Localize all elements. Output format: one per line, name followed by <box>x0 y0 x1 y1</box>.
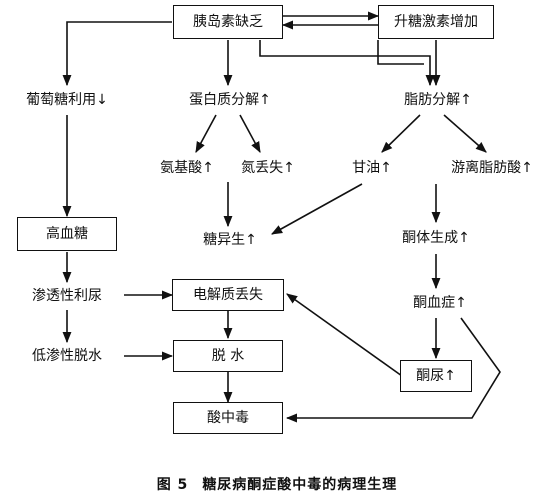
arrow-insulin-to-fat <box>259 40 435 87</box>
arrow-protein-to-nitrogen <box>239 114 261 153</box>
arrow-fat-to-ffa <box>443 114 487 153</box>
glucose-use-down-label: 葡萄糖利用↓ <box>26 92 108 108</box>
ketonuria-label: 酮尿↑ <box>416 368 456 384</box>
insulin-deficiency-label: 胰岛素缺乏 <box>193 14 263 30</box>
electrolyte-loss-label: 电解质丢失 <box>193 287 263 303</box>
figure-title: 糖尿病酮症酸中毒的病理生理 <box>202 477 398 493</box>
electrolyte-loss-box: 电解质丢失 <box>172 279 284 311</box>
figure-number: 图 5 <box>156 477 189 493</box>
free-fatty-acid-label: 游离脂肪酸↑ <box>451 160 533 176</box>
acidosis-label: 酸中毒 <box>207 410 249 426</box>
hyperglycemia-box: 高血糖 <box>17 217 117 251</box>
arrow-ketonuria-to-electrolyte <box>286 293 403 377</box>
dehydration-label: 脱 水 <box>211 348 245 364</box>
arrow-glucagon-to-fat-2 <box>377 40 424 65</box>
glycerol-label: 甘油↑ <box>352 160 392 176</box>
arrow-protein-to-amino <box>195 114 217 153</box>
fat-breakdown-label: 脂肪分解↑ <box>404 92 472 108</box>
protein-breakdown-label: 蛋白质分解↑ <box>189 92 271 108</box>
glucagon-increase-box: 升糖激素增加 <box>378 5 494 39</box>
insulin-deficiency-box: 胰岛素缺乏 <box>173 5 283 39</box>
figure-caption: 图 5 糖尿病酮症酸中毒的病理生理 <box>0 474 554 494</box>
acidosis-box: 酸中毒 <box>173 402 283 434</box>
ketonemia-label: 酮血症↑ <box>413 295 467 311</box>
ketonuria-box: 酮尿↑ <box>400 360 472 392</box>
ketogenesis-label: 酮体生成↑ <box>402 230 470 246</box>
hypo-osmotic-dehydration-label: 低渗性脱水 <box>32 348 102 364</box>
arrow-glycerol-to-gluconeogenesis <box>271 183 363 235</box>
nitrogen-loss-label: 氮丢失↑ <box>241 160 295 176</box>
arrow-ketonemia-to-acidosis <box>285 317 501 423</box>
glucagon-increase-label: 升糖激素增加 <box>394 14 478 30</box>
osmotic-diuresis-label: 渗透性利尿 <box>32 288 102 304</box>
gluconeogenesis-label: 糖异生↑ <box>203 232 257 248</box>
arrow-fat-to-glycerol <box>381 114 421 153</box>
arrow-insulin-to-glucose-use <box>62 21 172 87</box>
hyperglycemia-label: 高血糖 <box>46 226 88 242</box>
dehydration-box: 脱 水 <box>173 340 283 372</box>
amino-acid-label: 氨基酸↑ <box>160 160 214 176</box>
